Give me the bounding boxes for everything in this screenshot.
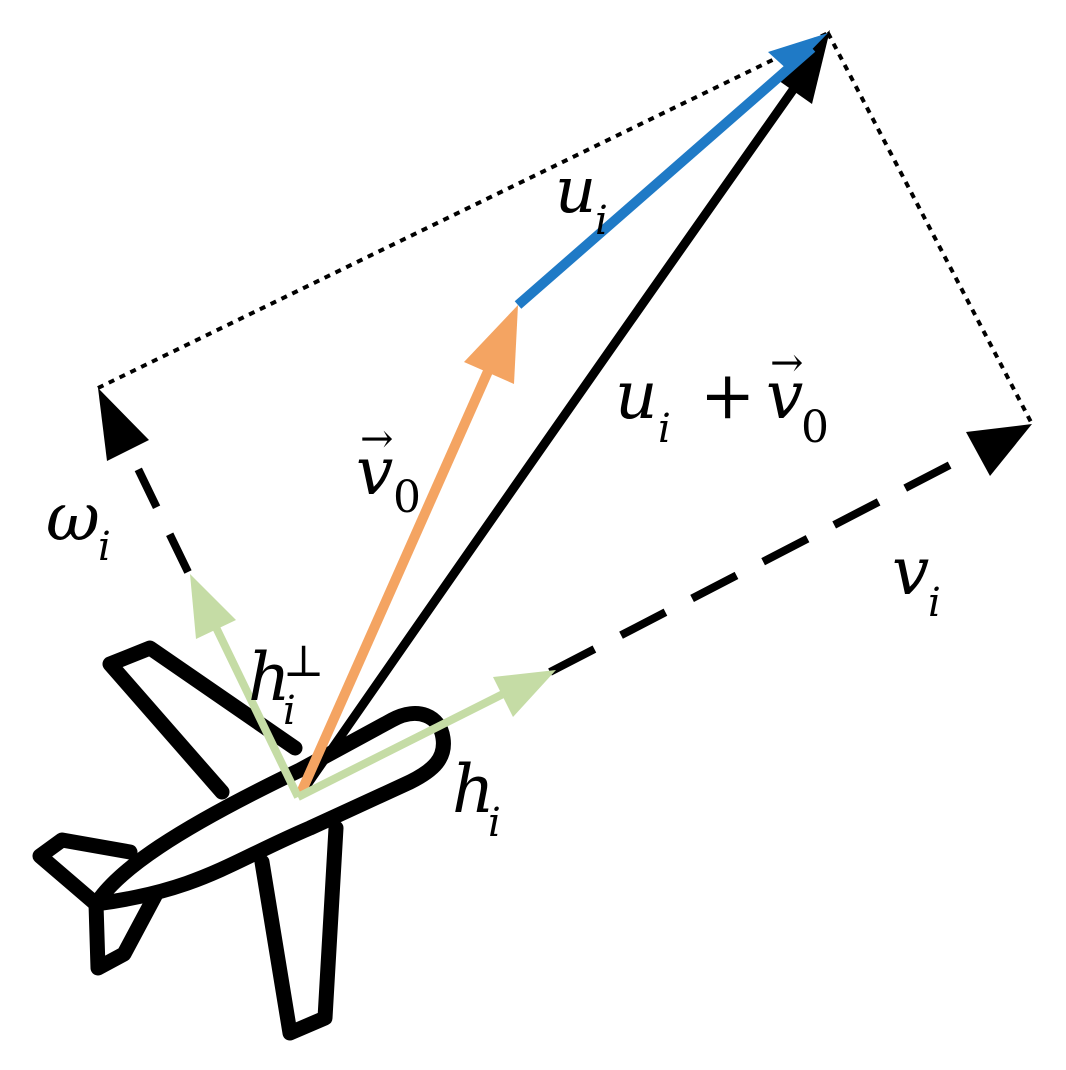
omega-arrowhead	[98, 388, 149, 461]
v0-line	[295, 357, 498, 798]
label-sum-plus: +	[700, 357, 755, 434]
label-hi: h i	[452, 751, 501, 846]
omega-dashed-line	[122, 442, 192, 574]
label-vi-sub: i	[928, 580, 941, 626]
hi-line	[296, 684, 517, 801]
ui-line	[514, 44, 816, 309]
v0-vector	[295, 305, 518, 798]
label-v0-main: v	[356, 433, 393, 510]
omega-vector	[98, 388, 192, 574]
resultant-vector	[296, 30, 830, 798]
airplane-upper-wing	[102, 640, 303, 800]
label-omega: ω i	[46, 479, 111, 570]
label-ui-sub: i	[595, 198, 608, 244]
label-omega-main: ω	[46, 479, 100, 556]
label-hi-main: h	[452, 751, 495, 828]
label-vi: v i	[892, 533, 941, 626]
hperp-line	[206, 613, 302, 799]
label-sum-v-sub: 0	[801, 402, 829, 453]
label-v0: → v 0	[356, 416, 421, 523]
label-sum-u-sub: i	[658, 406, 671, 452]
v0-arrowhead	[464, 305, 518, 384]
label-omega-sub: i	[98, 524, 111, 570]
label-hperp-main: h	[248, 639, 291, 716]
label-hperp: h ⊥ i	[248, 636, 324, 734]
airplane-fuselage	[88, 706, 451, 912]
vi-arrowhead	[966, 424, 1032, 476]
hperp-arrowhead	[190, 574, 236, 639]
resultant-line	[296, 77, 804, 798]
dotted-line-right	[826, 32, 1034, 425]
label-hperp-sub: i	[283, 688, 296, 734]
airplane	[32, 640, 451, 1041]
ui-arrowhead	[768, 33, 828, 72]
hi-arrowhead	[493, 670, 556, 717]
dotted-line-top	[97, 31, 829, 390]
label-hi-sub: i	[488, 800, 501, 846]
resultant-arrowhead	[775, 30, 830, 104]
label-sum: u i + → v 0	[615, 340, 829, 453]
label-sum-u-main: u	[615, 357, 658, 434]
airplane-upper-tail	[32, 832, 138, 912]
airplane-lower-wing	[254, 820, 344, 1041]
airplane-lower-tail	[88, 888, 163, 976]
dotted-construction-lines	[97, 31, 1034, 425]
label-v0-sub: 0	[393, 472, 421, 523]
heading-vectors	[190, 574, 556, 801]
label-vi-main: v	[892, 533, 929, 610]
label-ui: u i	[555, 154, 608, 244]
label-v0-arrow: →	[360, 416, 394, 462]
label-hperp-sup: ⊥	[283, 636, 324, 687]
label-ui-main: u	[555, 154, 596, 228]
label-sum-v-main: v	[766, 357, 803, 434]
label-sum-v-arrow: →	[770, 340, 804, 386]
vi-vector	[548, 424, 1032, 676]
ui-vector	[514, 33, 828, 309]
